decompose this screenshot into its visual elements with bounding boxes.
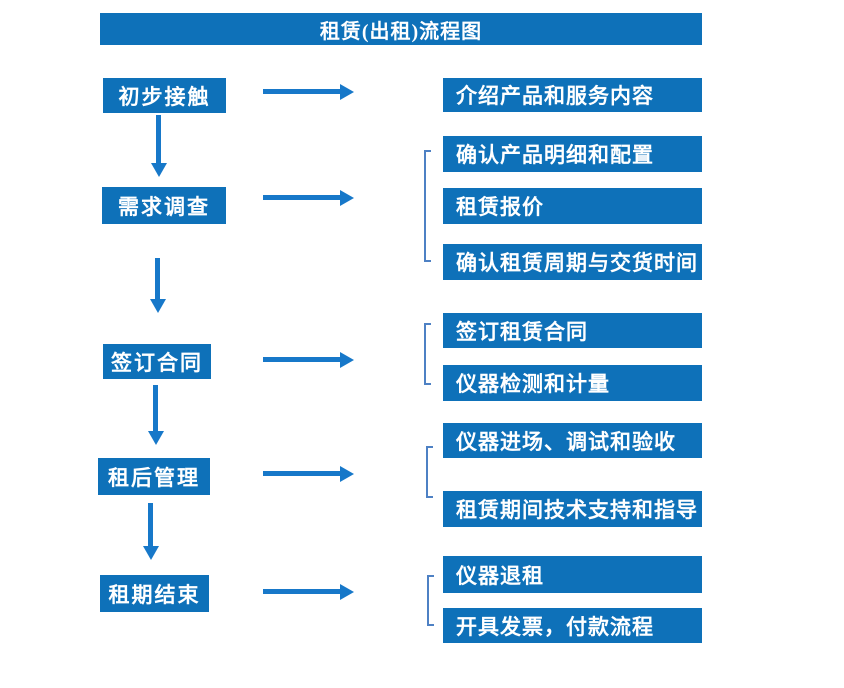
arrow-shaft (156, 115, 161, 163)
detail-box-instrument-return: 仪器退租 (443, 556, 702, 593)
detail-box-confirm-period-delivery: 确认租赁周期与交货时间 (443, 244, 702, 280)
detail-box-introduce-products: 介绍产品和服务内容 (443, 78, 702, 112)
arrow-shaft (155, 258, 160, 299)
detail-box-invoice-payment: 开具发票，付款流程 (443, 608, 702, 643)
arrow-head (340, 466, 354, 482)
arrow-head (151, 163, 167, 177)
arrow-head (148, 431, 164, 445)
down-arrow-icon (150, 258, 166, 313)
detail-box-confirm-product-config: 确认产品明细和配置 (443, 136, 702, 172)
arrow-shaft (263, 195, 341, 200)
arrow-head (150, 299, 166, 313)
right-arrow-icon (263, 466, 354, 482)
step-box-demand-survey: 需求调查 (102, 187, 226, 224)
step-box-post-rental-management: 租后管理 (98, 458, 210, 495)
group-bracket (426, 446, 433, 498)
detail-box-rental-quote: 租赁报价 (443, 188, 702, 224)
arrow-shaft (263, 589, 341, 594)
down-arrow-icon (143, 503, 159, 560)
detail-box-sign-rental-contract: 签订租赁合同 (443, 313, 702, 348)
group-bracket (424, 150, 431, 262)
group-bracket (424, 323, 431, 385)
down-arrow-icon (151, 115, 167, 177)
arrow-shaft (153, 385, 158, 431)
right-arrow-icon (263, 584, 354, 600)
arrow-head (143, 546, 159, 560)
step-box-initial-contact: 初步接触 (103, 78, 226, 113)
arrow-head (340, 584, 354, 600)
arrow-shaft (263, 89, 341, 94)
group-bracket (427, 575, 434, 626)
right-arrow-icon (263, 190, 354, 206)
down-arrow-icon (148, 385, 164, 445)
right-arrow-icon (263, 84, 354, 100)
right-arrow-icon (263, 352, 354, 368)
arrow-head (340, 352, 354, 368)
arrow-head (340, 84, 354, 100)
arrow-shaft (263, 471, 341, 476)
page-title: 租赁(出租)流程图 (319, 20, 483, 43)
step-box-sign-contract: 签订合同 (103, 344, 211, 379)
detail-box-instrument-setup-acceptance: 仪器进场、调试和验收 (443, 423, 702, 458)
arrow-head (340, 190, 354, 206)
step-box-rental-end: 租期结束 (100, 575, 209, 612)
title-bar: 租赁(出租)流程图 (100, 13, 702, 45)
detail-box-instrument-testing: 仪器检测和计量 (443, 365, 702, 401)
arrow-shaft (148, 503, 153, 546)
detail-box-technical-support: 租赁期间技术支持和指导 (443, 491, 702, 527)
arrow-shaft (263, 357, 341, 362)
